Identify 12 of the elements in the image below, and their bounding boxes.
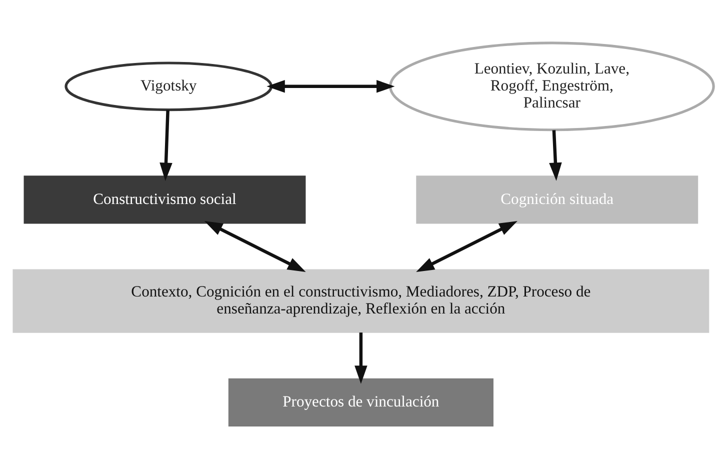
arrow	[416, 220, 518, 272]
arrow	[204, 220, 306, 272]
node-box: Constructivismo social	[24, 175, 306, 224]
node-ellipse: Leontiev, Kozulin, Lave, Rogoff, Engeström, Palincsar	[389, 41, 715, 131]
arrow	[354, 332, 368, 384]
node-box: Cognición situada	[416, 175, 698, 224]
arrow	[160, 110, 172, 180]
node-ellipse: Vigotsky	[64, 61, 273, 111]
arrow	[549, 130, 562, 180]
node-box: Contexto, Cognición en el constructivismo, Mediadores, ZDP, Proceso de enseñanza-aprendizaje, Reflexión en la acción	[12, 268, 710, 332]
node-box: Proyectos de vinculación	[228, 378, 494, 426]
arrow	[266, 80, 395, 92]
